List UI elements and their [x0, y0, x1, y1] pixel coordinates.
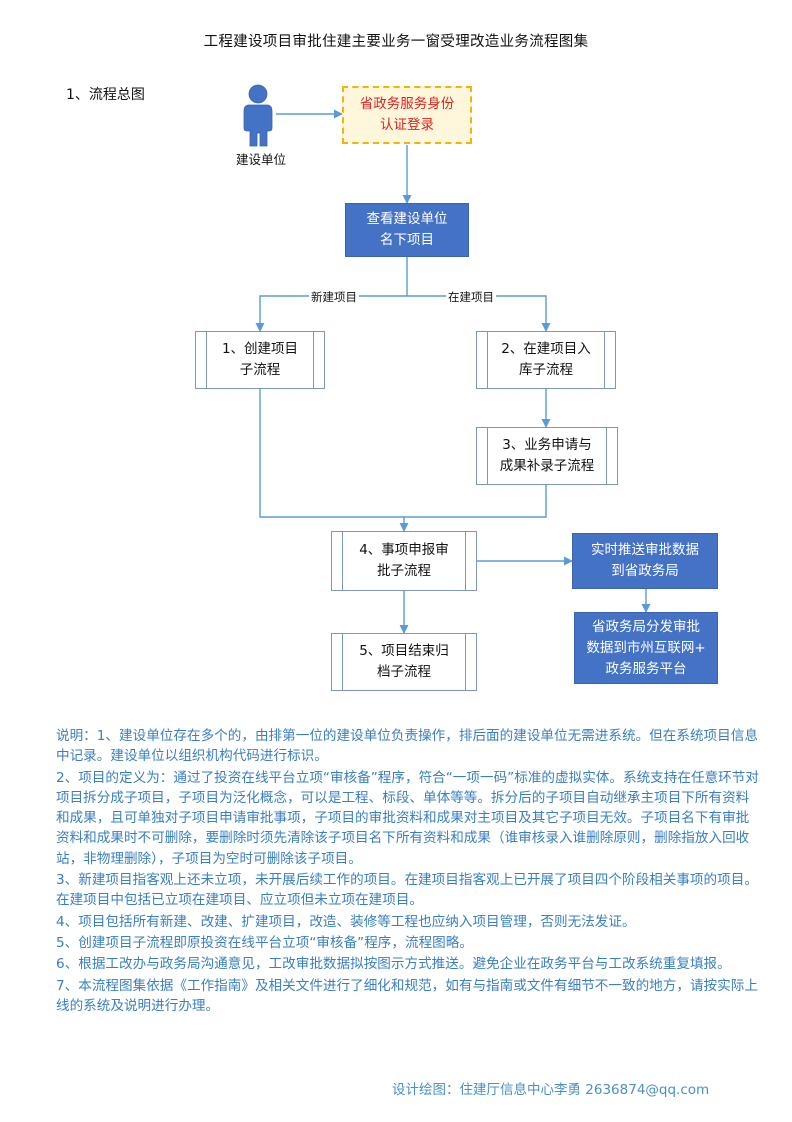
- node-declare-line2: 批子流程: [377, 563, 431, 579]
- note-item: 7、本流程图集依据《工作指南》及相关文件进行了细化和规范，如有与指南或文件有细节…: [56, 977, 758, 1014]
- node-archive-line1: 5、项目结束归: [359, 643, 449, 659]
- node-login[interactable]: 省政务服务身份 认证登录: [342, 86, 472, 144]
- edge-create-merge: [259, 389, 547, 518]
- flowchart-connectors: [243, 84, 651, 634]
- node-existing-line2: 库子流程: [519, 362, 573, 378]
- node-login-line1: 省政务服务身份: [359, 96, 455, 112]
- node-supplement-line2: 成果补录子流程: [499, 458, 595, 474]
- notes-section: 说明：1、建设单位存在多个的，由排第一位的建设单位负责操作，排后面的建设单位无需…: [56, 726, 760, 1017]
- node-archive[interactable]: 5、项目结束归 档子流程: [331, 633, 477, 691]
- node-distribute-line2: 数据到市州互联网+: [586, 639, 706, 656]
- node-existing-line1: 2、在建项目入: [501, 341, 591, 357]
- note-item: 4、项目包括所有新建、改建、扩建项目，改造、装修等工程也应纳入项目管理，否则无法…: [56, 913, 636, 930]
- node-distribute-line3: 政务服务平台: [605, 660, 687, 677]
- node-create-line1: 1、创建项目: [221, 341, 299, 357]
- node-view-projects[interactable]: 查看建设单位 名下项目: [345, 203, 469, 257]
- node-declare-line1: 4、事项申报审: [359, 542, 449, 558]
- node-push-data[interactable]: 实时推送审批数据 到省政务局: [572, 533, 718, 589]
- note-item: 3、新建项目指客观上还未立项，未开展后续工作的项目。在建项目指客观上已开展了项目…: [56, 872, 758, 909]
- actor-label: 建设单位: [235, 151, 286, 167]
- person-icon: [243, 84, 273, 147]
- note-item: 5、创建项目子流程即原投资在线平台立项“审核备”程序，流程图略。: [56, 934, 473, 951]
- designer-credit: 设计绘图：住建厅信息中心李勇 2636874@qq.com: [392, 1082, 710, 1098]
- section-heading: 1、流程总图: [66, 87, 145, 103]
- edge-label-existing-project: 在建项目: [446, 289, 496, 305]
- node-view-line2: 名下项目: [380, 232, 434, 248]
- node-view-line1: 查看建设单位: [366, 211, 448, 227]
- node-declare[interactable]: 4、事项申报审 批子流程: [331, 531, 477, 591]
- note-item: 说明：1、建设单位存在多个的，由排第一位的建设单位负责操作，排后面的建设单位无需…: [56, 728, 758, 765]
- node-create-line2: 子流程: [239, 362, 281, 378]
- node-login-line2: 认证登录: [380, 117, 434, 133]
- node-supplement[interactable]: 3、业务申请与 成果补录子流程: [476, 427, 618, 485]
- edge-label-new-project: 新建项目: [309, 289, 359, 305]
- node-archive-line2: 档子流程: [377, 664, 431, 680]
- node-distribute-line1: 省政务局分发审批: [592, 618, 700, 635]
- node-distribute-data[interactable]: 省政务局分发审批 数据到市州互联网+ 政务服务平台: [574, 612, 718, 684]
- node-push-line1: 实时推送审批数据: [591, 542, 699, 558]
- node-push-line2: 到省政务局: [611, 563, 679, 579]
- node-create-project[interactable]: 1、创建项目 子流程: [195, 331, 325, 389]
- document-title: 工程建设项目审批住建主要业务一窗受理改造业务流程图集: [203, 34, 589, 50]
- node-supplement-line1: 3、业务申请与: [502, 437, 592, 453]
- note-item: 2、项目的定义为：通过了投资在线平台立项“审核备”程序，符合“一项一码”标准的虚…: [56, 769, 759, 867]
- node-existing-project[interactable]: 2、在建项目入 库子流程: [476, 331, 616, 389]
- note-item: 6、根据工改办与政务局沟通意见，工改审批数据拟按图示方式推送。避免企业在政务平台…: [56, 956, 731, 973]
